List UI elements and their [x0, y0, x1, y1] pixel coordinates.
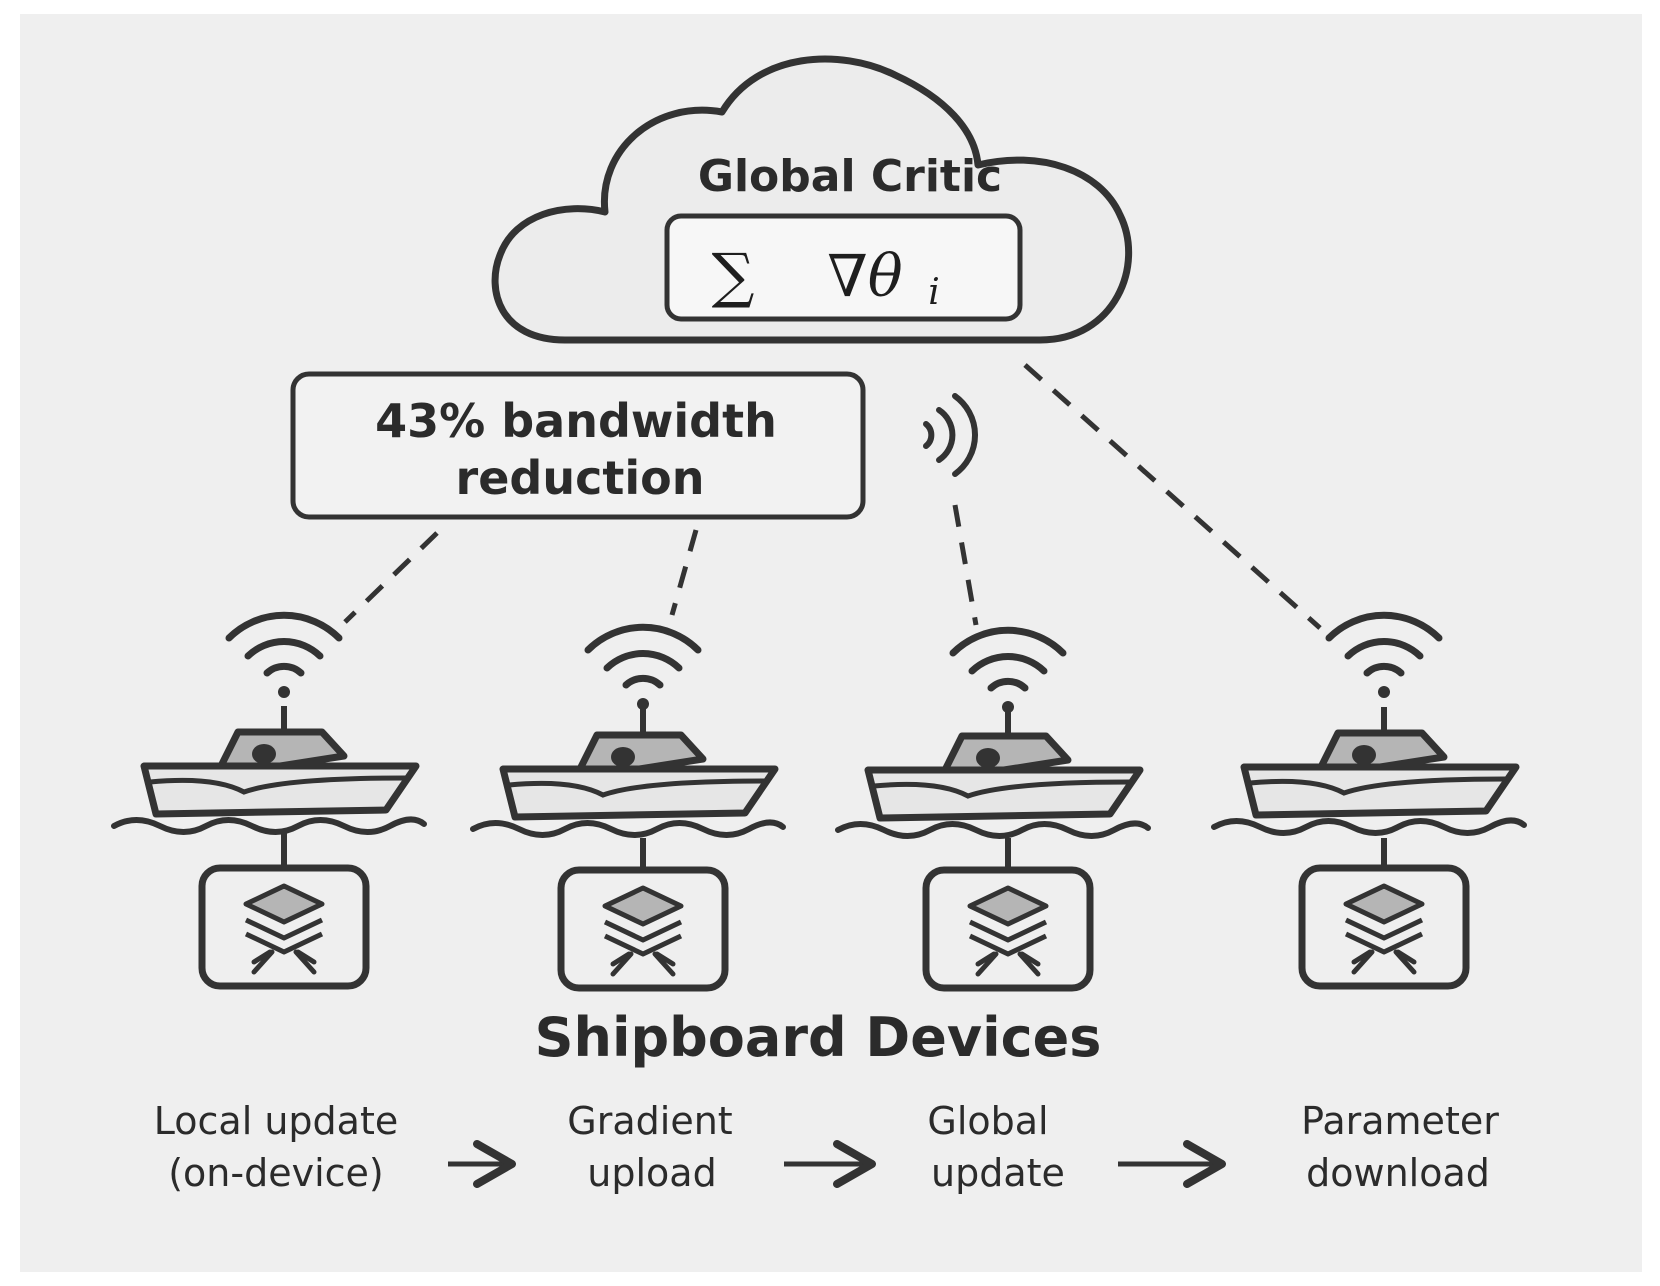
process-steps: Local update (on-device) Gradient upload…	[154, 1099, 1499, 1195]
model-device-icon	[1302, 868, 1466, 986]
wifi-icon	[229, 615, 339, 698]
step-1-line-2: (on-device)	[168, 1151, 384, 1195]
link-ship-3	[952, 504, 979, 626]
ship-icon	[838, 710, 1148, 836]
formula-sum: ∑	[712, 241, 755, 311]
dashed-links	[343, 363, 1322, 630]
wifi-icon	[588, 627, 698, 710]
model-device-icon	[202, 868, 366, 986]
link-ship-1	[343, 531, 439, 624]
step-3-line-2: update	[931, 1151, 1065, 1195]
callout-box	[290, 371, 866, 520]
formula-nabla-theta: ∇θ	[827, 242, 902, 310]
callout-line-2: reduction	[456, 451, 705, 505]
step-1-line-1: Local update	[154, 1099, 398, 1143]
model-device-icon	[561, 870, 725, 988]
step-2-line-2: upload	[587, 1151, 716, 1195]
wifi-icon	[953, 630, 1063, 713]
ship-group-1	[114, 615, 424, 986]
ship-group-2	[473, 627, 783, 988]
ship-group-4	[1214, 615, 1524, 986]
cloud-title: Global Critic	[698, 151, 1002, 202]
formula-box	[664, 213, 1023, 322]
ship-icon	[1214, 707, 1524, 833]
section-label: Shipboard Devices	[535, 1006, 1102, 1069]
link-ship-4	[1023, 363, 1322, 630]
cloud: Global Critic ∑ ∇θ i	[491, 55, 1132, 344]
link-ship-2	[669, 529, 699, 616]
ship-group-3	[838, 630, 1148, 988]
step-4-line-2: download	[1306, 1151, 1490, 1195]
broadcast-signal-icon	[923, 393, 979, 477]
step-3-line-1: Global	[927, 1099, 1048, 1143]
ship-icon	[473, 709, 783, 835]
wifi-icon	[1329, 615, 1439, 698]
ship-icon	[114, 706, 424, 832]
callout-line-1: 43% bandwidth	[375, 394, 777, 448]
step-4-line-1: Parameter	[1301, 1099, 1499, 1143]
step-2-line-1: Gradient	[567, 1099, 732, 1143]
formula-subscript: i	[928, 272, 940, 313]
model-device-icon	[926, 870, 1090, 988]
bandwidth-callout: 43% bandwidth reduction	[290, 371, 866, 520]
